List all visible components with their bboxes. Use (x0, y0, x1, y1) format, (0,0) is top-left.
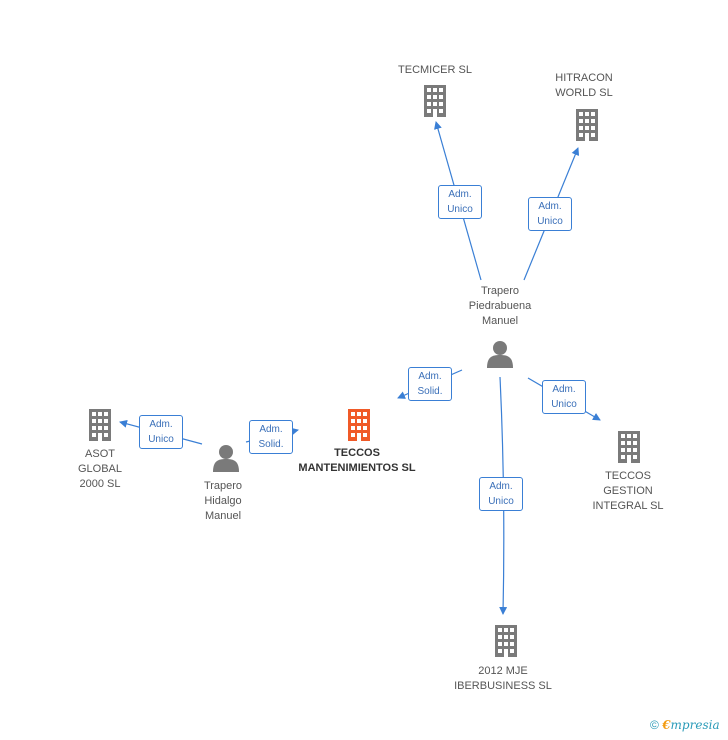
edge-label-trapero_h-teccos_m: Adm. Solid. (249, 420, 293, 454)
edge-label-trapero_p-tecmicer: Adm. Unico (438, 185, 482, 219)
node-label-trapero_h[interactable]: Trapero Hidalgo Manuel (203, 479, 243, 522)
person-icon-trapero_h[interactable] (213, 445, 239, 472)
edge-label-trapero_p-hitracon: Adm. Unico (528, 197, 572, 231)
edge-label-trapero_p-mje: Adm. Unico (479, 477, 523, 511)
node-label-hitracon[interactable]: HITRACON WORLD SL (555, 72, 613, 99)
node-label-teccos_m[interactable]: TECCOS MANTENIMIENTOS SL (298, 447, 416, 474)
edge-label-trapero_p-teccos_m: Adm. Solid. (408, 367, 452, 401)
edge-label-trapero_h-asot: Adm. Unico (139, 415, 183, 449)
building-icon-teccos_g[interactable] (618, 431, 640, 463)
person-icon-trapero_p[interactable] (487, 341, 513, 368)
footer-brand: © €mpresia (650, 718, 720, 732)
building-icon-teccos_m[interactable] (348, 409, 370, 441)
node-label-asot[interactable]: ASOT GLOBAL 2000 SL (77, 447, 123, 490)
node-label-trapero_p[interactable]: Trapero Piedrabuena Manuel (468, 284, 532, 327)
brand-logo: €mpresia (662, 718, 720, 732)
building-icon-tecmicer[interactable] (424, 85, 446, 117)
edge-label-trapero_p-teccos_g: Adm. Unico (542, 380, 586, 414)
building-icon-mje[interactable] (495, 625, 517, 657)
copyright-icon: © (650, 718, 659, 732)
building-icon-asot[interactable] (89, 409, 111, 441)
building-icon-hitracon[interactable] (576, 109, 598, 141)
node-label-teccos_g[interactable]: TECCOS GESTION INTEGRAL SL (592, 469, 664, 512)
node-label-mje[interactable]: 2012 MJE IBERBUSINESS SL (454, 665, 552, 692)
node-label-tecmicer[interactable]: TECMICER SL (398, 63, 472, 76)
